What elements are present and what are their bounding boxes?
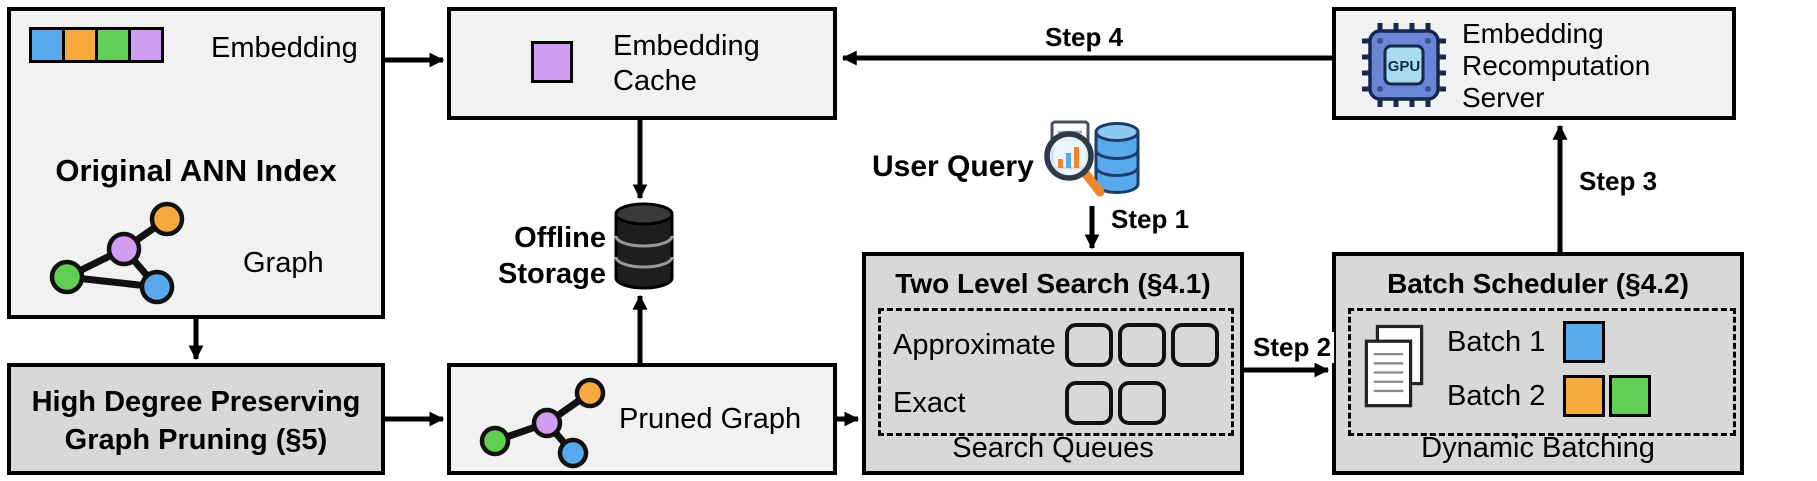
recomputation-server-label: Embedding Recomputation Server xyxy=(1462,18,1650,114)
embedding-square-purple xyxy=(128,27,164,63)
ann-index-title: Original ANN Index xyxy=(55,153,337,188)
graph-pruning-box: High Degree Preserving Graph Pruning (§5… xyxy=(7,363,385,475)
search-queues-dashed-region: Approximate Exact xyxy=(878,308,1234,436)
offline-storage-label: Offline Storage xyxy=(468,220,606,292)
batch1-blue-square xyxy=(1563,321,1605,363)
step1-label: Step 1 xyxy=(1108,204,1193,235)
recomputation-server-box: GPU Embedding Recomputation Server xyxy=(1332,7,1736,120)
step3-label: Step 3 xyxy=(1576,166,1661,197)
batch2-orange-square xyxy=(1563,375,1605,417)
two-level-search-box: Two Level Search (§4.1) Approximate Exac… xyxy=(862,252,1244,475)
step4-label: Step 4 xyxy=(1042,22,1127,53)
pruned-graph-box: Pruned Graph xyxy=(447,363,837,475)
graph-node-blue xyxy=(557,437,589,469)
graph-node-green xyxy=(479,425,511,457)
graph-pruning-title-line2: Graph Pruning (§5) xyxy=(64,424,328,456)
gpu-chip-text: GPU xyxy=(1388,58,1421,75)
graph-node-orange xyxy=(149,201,185,237)
embedding-cache-label: Embedding Cache xyxy=(613,29,760,99)
embedding-label: Embedding xyxy=(211,32,358,64)
embedding-square-orange xyxy=(62,27,98,63)
graph-pruning-title: High Degree Preserving Graph Pruning (§5… xyxy=(11,383,381,459)
batch1-label: Batch 1 xyxy=(1447,325,1546,358)
query-database-icon xyxy=(1094,122,1140,194)
queue-slot xyxy=(1171,323,1219,367)
user-query-icon xyxy=(1044,120,1140,197)
step2-label: Step 2 xyxy=(1250,332,1335,363)
batch2-row: Batch 2 xyxy=(1447,373,1651,419)
exact-queue-row: Exact xyxy=(893,377,1223,429)
batch1-row: Batch 1 xyxy=(1447,319,1605,365)
embedding-cache-box: Embedding Cache xyxy=(447,7,837,120)
graph-node-blue xyxy=(139,269,175,305)
graph-pruning-title-line1: High Degree Preserving xyxy=(31,386,361,418)
embedding-vector-icon xyxy=(29,27,164,63)
pruned-graph-label: Pruned Graph xyxy=(619,403,802,435)
embedding-square-green xyxy=(95,27,131,63)
search-queues-caption: Search Queues xyxy=(952,432,1154,464)
magnifier-icon xyxy=(1044,131,1105,197)
graph-label: Graph xyxy=(243,247,324,279)
approximate-queue-slots xyxy=(1065,323,1223,367)
graph-node-purple xyxy=(106,231,142,267)
server-label-line3: Server xyxy=(1462,82,1545,113)
queue-slot xyxy=(1118,381,1166,425)
gpu-chip-icon: GPU xyxy=(1362,23,1446,107)
batch-scheduler-box: Batch Scheduler (§4.2) Batch 1 Batch 2 xyxy=(1332,252,1744,475)
server-label-line1: Embedding xyxy=(1462,18,1604,49)
exact-queue-slots xyxy=(1065,381,1223,425)
offline-storage-line1: Offline xyxy=(514,222,606,254)
pruned-graph-icon xyxy=(479,377,606,469)
embedding-square-blue xyxy=(29,27,65,63)
embedding-cache-label-line1: Embedding xyxy=(613,30,760,62)
batch2-label: Batch 2 xyxy=(1447,379,1546,412)
queue-slot xyxy=(1118,323,1166,367)
graph-node-purple xyxy=(531,407,563,439)
approximate-label: Approximate xyxy=(893,328,1056,361)
graph-node-orange xyxy=(574,377,606,409)
two-level-search-title: Two Level Search (§4.1) xyxy=(895,268,1211,299)
batch-scheduler-title: Batch Scheduler (§4.2) xyxy=(1387,268,1689,299)
offline-storage-line2: Storage xyxy=(498,258,606,290)
cached-embedding-square-icon xyxy=(531,41,573,83)
ann-graph-icon xyxy=(49,201,185,305)
queue-slot xyxy=(1065,323,1113,367)
embedding-cache-label-line2: Cache xyxy=(613,65,697,97)
approximate-queue-row: Approximate xyxy=(893,319,1223,371)
original-ann-index-box: Embedding Original ANN Index Graph xyxy=(7,7,385,319)
offline-storage-database-icon xyxy=(614,202,674,290)
batch2-green-square xyxy=(1609,375,1651,417)
exact-label: Exact xyxy=(893,386,966,419)
server-label-line2: Recomputation xyxy=(1462,50,1651,81)
documents-icon xyxy=(1364,324,1424,408)
graph-node-green xyxy=(49,259,85,295)
dynamic-batching-caption: Dynamic Batching xyxy=(1421,432,1655,464)
dynamic-batching-dashed-region: Batch 1 Batch 2 xyxy=(1348,308,1736,436)
queue-slot xyxy=(1065,381,1113,425)
user-query-label: User Query xyxy=(872,150,1034,183)
